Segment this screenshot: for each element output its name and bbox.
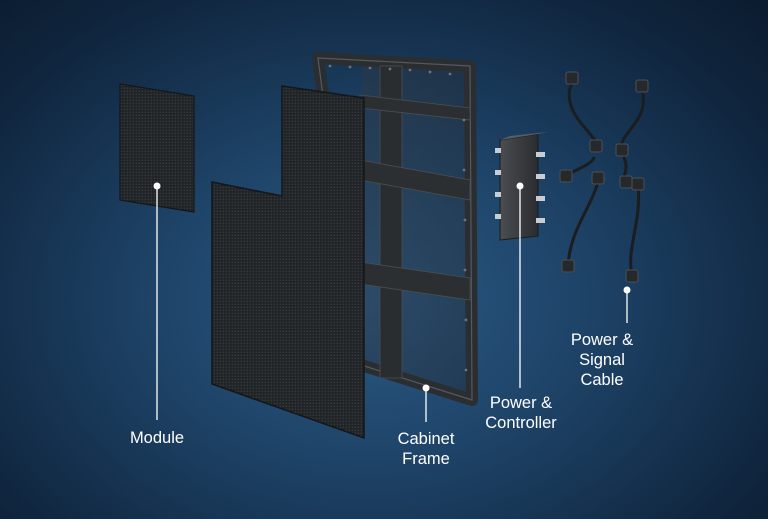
power-controller-label-line-1: Power &	[489, 394, 553, 412]
power-controller-label: Power & Controller	[470, 393, 572, 433]
frame-dot	[422, 384, 430, 392]
power-signal-cables	[559, 71, 649, 283]
cable-dot	[623, 286, 631, 294]
cabinet-frame-graphic	[312, 52, 478, 406]
cabinet-frame-label-line-2: Frame	[402, 450, 450, 468]
large-module-panel	[211, 85, 365, 440]
module-label: Module	[115, 428, 199, 448]
power-controller-label-line-2: Controller	[485, 414, 557, 432]
controller-dot	[516, 182, 524, 190]
cable-label-line-3: Cable	[580, 371, 624, 389]
cabinet-frame-label-line-1: Cabinet	[397, 430, 455, 448]
power-signal-cable-label: Power & Signal Cable	[560, 330, 644, 390]
leader-lines	[156, 186, 628, 422]
small-module-panel	[119, 83, 195, 213]
module-label-line: Module	[129, 429, 185, 447]
cabinet-frame-label: Cabinet Frame	[378, 429, 474, 469]
cable-label-line-2: Signal	[579, 351, 625, 369]
leader-dots	[153, 182, 631, 392]
module-dot	[153, 182, 161, 190]
cable-label-line-1: Power &	[570, 331, 634, 349]
